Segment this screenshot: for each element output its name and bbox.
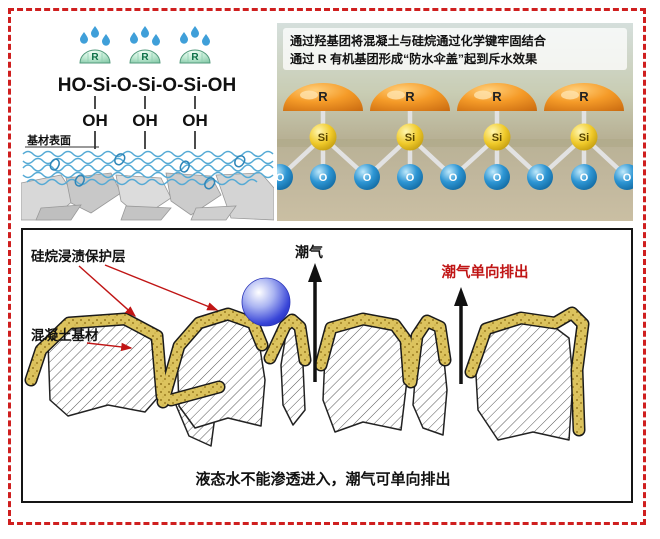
waterproof-dome-icons: R R R R — [283, 83, 624, 111]
oxygen-atoms: O O O O O O O O O — [277, 164, 633, 190]
molecular-structure-drawing: O O O O O O O O O Si Si Si Si — [277, 23, 633, 221]
cross-section-drawing: 硅烷浸渍保护层 混凝土基材 潮气 潮气单向排出 液态水不能渗透进入，潮气可单向排… — [24, 244, 590, 488]
oh-group: OH — [82, 111, 108, 130]
umbrella-r-label: R — [191, 52, 199, 63]
caption-box: 通过羟基团将混凝土与硅烷通过化学键牢固结合 通过 R 有机基团形成“防水伞盖”起… — [283, 28, 627, 70]
silicon-atoms: Si Si Si Si — [309, 123, 598, 151]
top-row: R R R HO-Si-O-Si-O-Si-OH OH OH OH — [21, 23, 633, 221]
silane-chemistry-drawing: R R R HO-Si-O-Si-O-Si-OH OH OH OH — [21, 26, 274, 221]
o-atom-label: O — [363, 172, 372, 184]
concrete-substrate-label: 混凝土基材 — [31, 327, 99, 343]
panel-cross-section: 硅烷浸渍保护层 混凝土基材 潮气 潮气单向排出 液态水不能渗透进入，潮气可单向排… — [21, 228, 633, 503]
o-atom-label: O — [277, 172, 285, 184]
si-oh-bonds — [94, 96, 196, 109]
o-atom-label: O — [319, 172, 328, 184]
silane-coating-layer — [24, 306, 590, 437]
panel-molecular-structure: O O O O O O O O O Si Si Si Si — [277, 23, 633, 221]
dome-r-label: R — [492, 89, 502, 104]
moisture-out-label: 潮气单向排出 — [442, 263, 529, 281]
o-atom-label: O — [536, 172, 545, 184]
o-atom-label: O — [623, 172, 632, 184]
horizon-band — [277, 139, 633, 147]
moisture-up-arrow-1 — [308, 263, 322, 382]
caption-line-2: 通过 R 有机基团形成“防水伞盖”起到斥水效果 — [290, 51, 538, 66]
umbrella-r-label: R — [141, 52, 149, 63]
si-atom-label: Si — [318, 132, 328, 144]
si-atom-label: Si — [579, 132, 589, 144]
raindrop-icons — [80, 26, 210, 46]
bottom-caption: 液态水不能渗透进入，潮气可单向排出 — [195, 470, 450, 488]
silane-formula: HO-Si-O-Si-O-Si-OH — [58, 75, 236, 96]
substrate-surface-label: 基材表面 — [26, 133, 71, 147]
moisture-up-arrow-2 — [454, 287, 468, 384]
o-atom-label: O — [580, 172, 589, 184]
dome-r-label: R — [405, 89, 415, 104]
dome-r-label: R — [318, 89, 328, 104]
oh-group: OH — [132, 111, 158, 130]
panel-silane-chemistry: R R R HO-Si-O-Si-O-Si-OH OH OH OH — [21, 23, 274, 221]
umbrella-r-label: R — [91, 52, 99, 63]
pointer-lines — [78, 264, 219, 352]
blue-gel-texture — [22, 150, 274, 190]
moisture-label: 潮气 — [295, 244, 323, 260]
oh-substrate-bonds — [94, 131, 196, 149]
concrete-blocks — [47, 316, 574, 447]
umbrella-r-icons: R R R — [79, 49, 211, 64]
o-atom-label: O — [406, 172, 415, 184]
o-atom-label: O — [493, 172, 502, 184]
si-atom-label: Si — [405, 132, 415, 144]
concrete-texture — [21, 172, 274, 221]
caption-line-1: 通过羟基团将混凝土与硅烷通过化学键牢固结合 — [290, 33, 547, 48]
o-atom-label: O — [449, 172, 458, 184]
poster-frame: R R R HO-Si-O-Si-O-Si-OH OH OH OH — [8, 8, 646, 525]
oh-group: OH — [182, 111, 208, 130]
dome-r-label: R — [579, 89, 589, 104]
protective-layer-label: 硅烷浸渍保护层 — [31, 248, 126, 264]
si-atom-label: Si — [492, 132, 502, 144]
water-droplet-sphere — [241, 277, 291, 327]
